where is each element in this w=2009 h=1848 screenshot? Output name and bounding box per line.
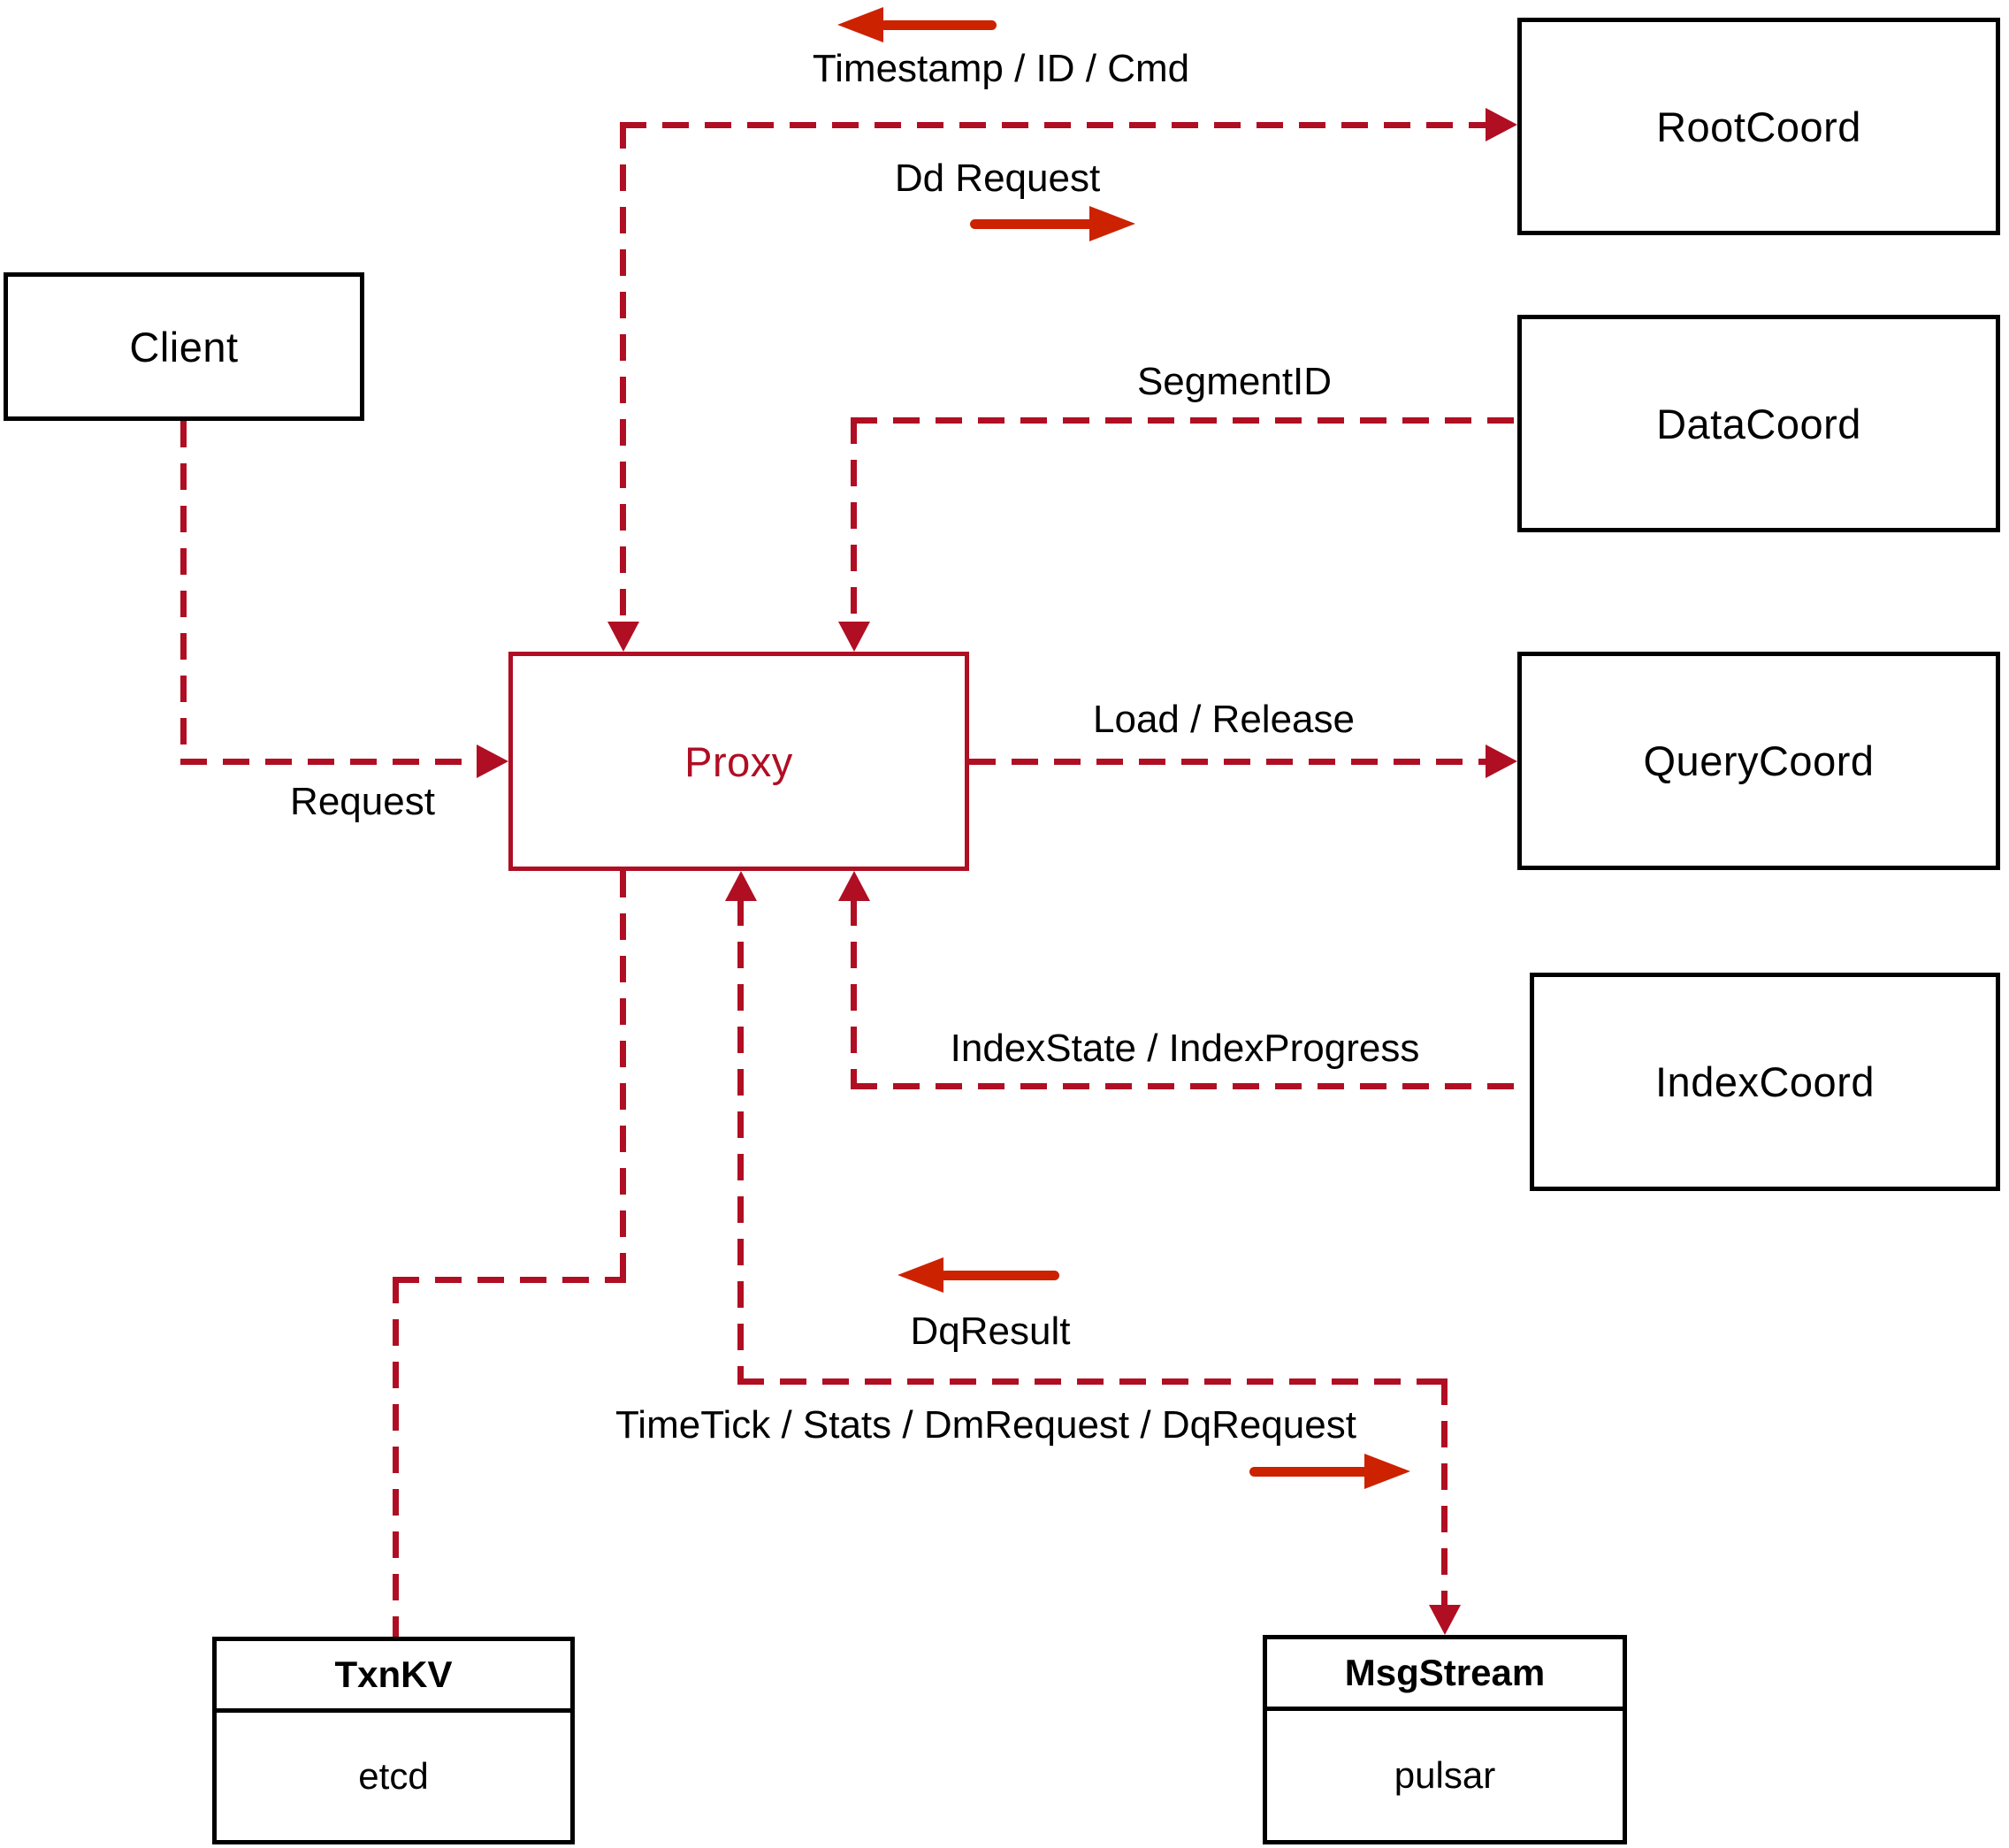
edge-proxy-msgstream-vertical-lower [1441, 1378, 1448, 1607]
edge-label-load-release: Load / Release [1093, 698, 1355, 741]
edge-datacoord-proxy-vertical [851, 417, 857, 623]
node-querycoord-label: QueryCoord [1643, 737, 1875, 784]
edge-label-segment-id: SegmentID [1136, 360, 1333, 403]
edge-proxy-msgstream-horizontal [737, 1378, 1448, 1385]
edge-label-dd-request: Dd Request [894, 157, 1101, 200]
arrowhead-into-proxy-bottom-right-icon [838, 871, 870, 901]
direction-arrow-right-ddrequest-icon [1089, 206, 1135, 241]
edge-datacoord-proxy-horizontal [851, 417, 1517, 424]
node-proxy: Proxy [508, 652, 969, 871]
edge-label-timestamp-id-cmd: Timestamp / ID / Cmd [812, 47, 1190, 90]
table-msgstream-header: MsgStream [1267, 1639, 1623, 1711]
node-indexcoord-label: IndexCoord [1655, 1058, 1875, 1105]
edge-indexcoord-proxy-vertical [851, 899, 857, 1087]
table-msgstream: MsgStream pulsar [1263, 1635, 1627, 1844]
node-indexcoord: IndexCoord [1530, 973, 2000, 1191]
direction-arrow-left-timestamp-shaft [880, 20, 997, 30]
node-datacoord-label: DataCoord [1656, 400, 1861, 447]
edge-proxy-rootcoord-horizontal [620, 122, 1487, 128]
node-rootcoord-label: RootCoord [1656, 103, 1861, 150]
arrowhead-into-proxy-bottom-left-icon [725, 871, 757, 901]
arrowhead-into-proxy-top-right-icon [838, 622, 870, 652]
edge-proxy-txnkv-vertical-lower [393, 1277, 399, 1637]
edge-label-timetick: TimeTick / Stats / DmRequest / DqRequest [615, 1403, 1356, 1447]
direction-arrow-left-dqresult-shaft [940, 1271, 1059, 1280]
direction-arrow-right-timetick-icon [1364, 1454, 1410, 1489]
direction-arrow-right-ddrequest-shaft [970, 219, 1094, 229]
node-client-label: Client [129, 323, 239, 370]
edge-proxy-querycoord-horizontal [969, 759, 1487, 765]
edge-proxy-rootcoord-vertical [620, 122, 626, 624]
edge-indexcoord-proxy-horizontal [851, 1083, 1530, 1089]
arrowhead-into-proxy-top-left-icon [607, 622, 639, 652]
table-msgstream-body: pulsar [1394, 1754, 1496, 1796]
direction-arrow-right-timetick-shaft [1249, 1467, 1369, 1477]
node-rootcoord: RootCoord [1517, 18, 2000, 235]
edge-label-request: Request [290, 780, 435, 823]
node-datacoord: DataCoord [1517, 315, 2000, 532]
arrowhead-into-rootcoord-icon [1486, 108, 1517, 141]
arrowhead-into-proxy-left-icon [477, 745, 508, 778]
edge-label-dq-result: DqResult [910, 1310, 1071, 1353]
node-proxy-label: Proxy [684, 737, 793, 785]
arrowhead-into-msgstream-icon [1429, 1605, 1461, 1635]
node-querycoord: QueryCoord [1517, 652, 2000, 870]
arrowhead-into-querycoord-icon [1486, 745, 1517, 778]
table-txnkv-header: TxnKV [217, 1641, 570, 1713]
edge-client-proxy-horizontal [180, 759, 478, 765]
edge-proxy-msgstream-vertical-upper [737, 899, 744, 1381]
edge-label-index-state: IndexState / IndexProgress [950, 1027, 1420, 1070]
edge-client-proxy-vertical [180, 421, 187, 762]
edge-proxy-txnkv-horizontal [393, 1277, 626, 1283]
table-txnkv-body: etcd [358, 1755, 429, 1797]
direction-arrow-left-dqresult-icon [898, 1257, 943, 1293]
edge-proxy-txnkv-vertical-upper [620, 871, 626, 1279]
direction-arrow-left-timestamp-icon [837, 7, 883, 42]
table-txnkv: TxnKV etcd [212, 1637, 575, 1844]
node-client: Client [4, 272, 364, 421]
